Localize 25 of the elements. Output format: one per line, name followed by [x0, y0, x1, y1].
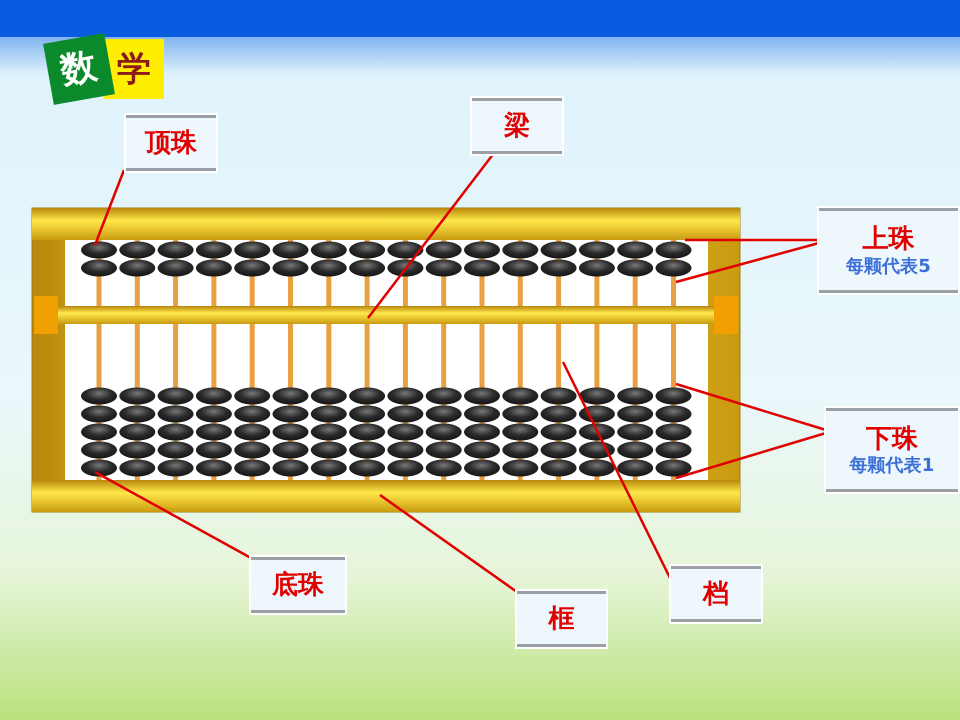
leader-line: [685, 238, 819, 242]
part-note: 每颗代表1: [850, 455, 934, 478]
leader-line: [94, 170, 126, 246]
part-name: 档: [703, 578, 729, 610]
label-box: [819, 208, 958, 293]
leader-line: [94, 470, 252, 560]
label-box: [472, 98, 562, 154]
subject-tile: 数: [43, 33, 115, 105]
leader-line: [676, 382, 826, 432]
label-box: [671, 566, 761, 622]
leader-line: [676, 242, 820, 284]
part-note: 每颗代表5: [846, 256, 931, 278]
part-name: 上珠: [862, 223, 914, 256]
label-box: [251, 557, 345, 613]
label-box: [517, 591, 606, 647]
leader-line: [379, 494, 518, 594]
part-name: 下珠: [866, 422, 918, 455]
part-name: 框: [548, 602, 574, 636]
label-box: [826, 408, 958, 492]
part-name: 顶珠: [145, 126, 197, 160]
part-name: 梁: [504, 110, 530, 142]
label-box: [126, 115, 216, 171]
leader-line: [676, 432, 826, 480]
subject-tile: 学: [104, 39, 164, 99]
part-name: 底珠: [272, 568, 324, 602]
